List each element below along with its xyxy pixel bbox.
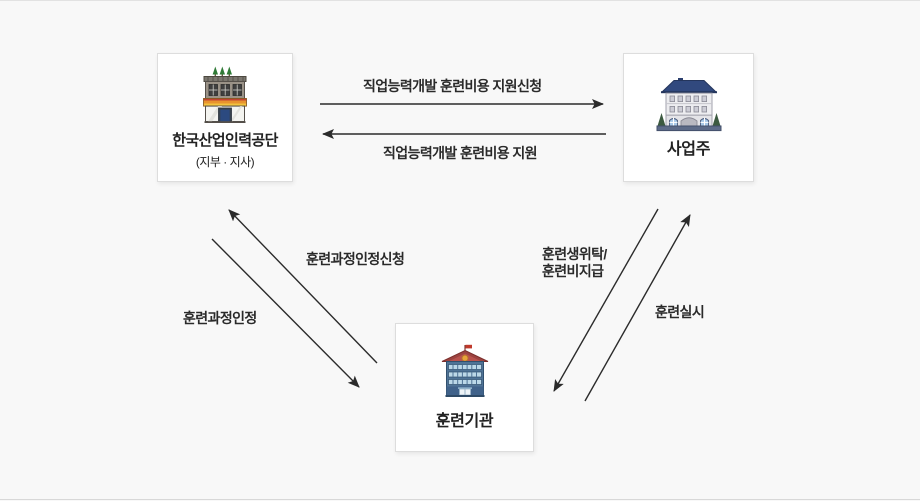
edge-label-line1: 훈련생위탁/ [542, 246, 607, 262]
node-employer-label: 사업주 [666, 141, 711, 158]
node-employer: 사업주 [623, 53, 754, 182]
edge-label-cost-support: 직업능력개발 훈련비용 지원 [383, 145, 538, 161]
arrow-course-recognition-application [228, 209, 378, 364]
arrow-training-execution [584, 214, 691, 402]
node-training-label: 훈련기관 [435, 413, 494, 430]
school-building-icon [433, 343, 497, 405]
node-training: 훈련기관 [395, 323, 534, 452]
edge-label-cost-support-application: 직업능력개발 훈련비용 지원신청 [363, 78, 542, 94]
edge-label-training-execution: 훈련실시 [655, 304, 705, 320]
arrow-course-recognition [211, 238, 360, 388]
edge-label-course-recognition-application: 훈련과정인정신청 [306, 251, 405, 267]
storefront-building-icon [192, 65, 258, 125]
arrow-trainee-entrust-payment [553, 208, 659, 392]
node-hrdk: 한국산업인력공단 (지부 · 지사) [157, 53, 293, 182]
edge-label-trainee-entrust-payment: 훈련생위탁/ 훈련비지급 [542, 246, 607, 280]
company-building-icon [655, 75, 723, 133]
edge-label-line2: 훈련비지급 [542, 263, 604, 279]
edge-label-course-recognition: 훈련과정인정 [183, 310, 257, 326]
node-hrdk-sublabel: (지부 · 지사) [195, 154, 255, 169]
node-hrdk-label: 한국산업인력공단 [172, 132, 278, 150]
